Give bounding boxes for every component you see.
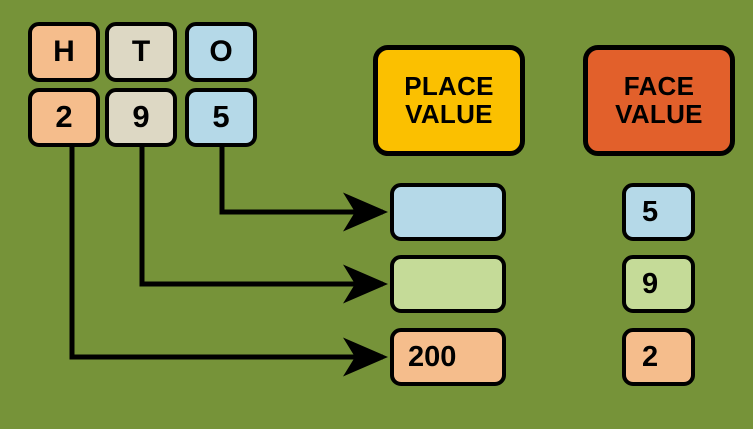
place-value-heading-line1: PLACE <box>404 71 494 102</box>
place-value-box-ones[interactable] <box>390 183 506 241</box>
face-value-heading-line1: FACE <box>623 71 695 102</box>
digit-ones[interactable]: 5 <box>185 88 257 147</box>
place-value-heading-line2: VALUE <box>405 98 493 129</box>
face-value-heading-line2: VALUE <box>615 98 703 129</box>
place-value-heading: PLACE VALUE <box>373 45 525 156</box>
arrow-hundreds-to-place-value <box>69 147 388 377</box>
face-value-box-ones[interactable]: 5 <box>622 183 695 241</box>
arrow-tens-to-place-value <box>139 147 388 304</box>
arrow-ones-to-place-value <box>219 147 388 232</box>
place-value-box-tens[interactable] <box>390 255 506 313</box>
digit-hundreds[interactable]: 2 <box>28 88 100 147</box>
place-value-box-hundreds[interactable]: 200 <box>390 328 506 386</box>
face-value-box-tens[interactable]: 9 <box>622 255 695 313</box>
face-value-box-hundreds[interactable]: 2 <box>622 328 695 386</box>
place-header-hundreds: H <box>28 22 100 82</box>
place-header-ones: O <box>185 22 257 82</box>
place-header-tens: T <box>105 22 177 82</box>
digit-tens[interactable]: 9 <box>105 88 177 147</box>
face-value-heading: FACE VALUE <box>583 45 735 156</box>
